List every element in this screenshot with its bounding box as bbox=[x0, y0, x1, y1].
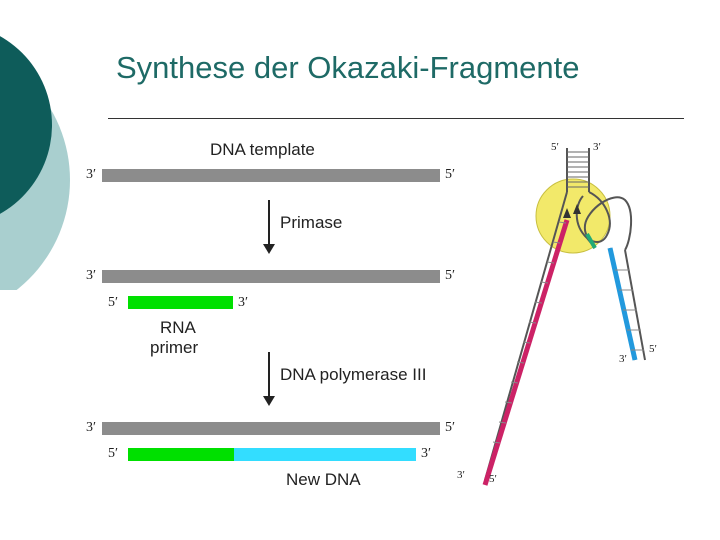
rna-primer-bar bbox=[128, 296, 233, 309]
row1-3prime-label: 3′ bbox=[86, 167, 97, 182]
lagging-5prime-label: 5′ bbox=[649, 343, 657, 355]
leading-5prime-label: 5′ bbox=[489, 473, 497, 485]
primase-arrowhead bbox=[263, 244, 275, 254]
dna-polymerase-label: DNA polymerase III bbox=[280, 365, 427, 384]
new-strand-3prime-label: 3′ bbox=[421, 446, 432, 461]
decorative-circles bbox=[0, 36, 70, 290]
template-strand-2 bbox=[102, 270, 440, 283]
primer-label: primer bbox=[150, 338, 199, 357]
parental-rungs bbox=[567, 151, 589, 188]
primase-label: Primase bbox=[280, 213, 343, 232]
dna-template-heading: DNA template bbox=[210, 140, 315, 159]
row2-3prime-label: 3′ bbox=[86, 268, 97, 283]
leading-new-strand bbox=[482, 219, 570, 486]
okazaki-fragment bbox=[607, 247, 638, 361]
rna-primer-bar-2 bbox=[128, 448, 234, 461]
deco-circle-dark bbox=[0, 36, 52, 214]
leading-direction-arrow bbox=[563, 208, 571, 218]
new-dna-label: New DNA bbox=[286, 470, 361, 489]
lagging-3prime-label: 3′ bbox=[619, 353, 627, 365]
lagging-direction-arrow bbox=[573, 204, 581, 214]
lagging-template-loop bbox=[583, 191, 632, 251]
leading-rungs bbox=[492, 221, 567, 444]
row3-5prime-label: 5′ bbox=[445, 420, 456, 435]
new-strand-5prime-label: 5′ bbox=[108, 446, 119, 461]
rna-label: RNA bbox=[160, 318, 196, 337]
leading-3prime-label: 3′ bbox=[457, 469, 465, 481]
primase-arrow bbox=[268, 200, 270, 246]
new-dna-bar bbox=[234, 448, 416, 461]
template-strand-1 bbox=[102, 169, 440, 182]
page-title: Synthese der Okazaki-Fragmente bbox=[116, 50, 580, 85]
new-primer-segment bbox=[585, 233, 597, 249]
lagging-outer-strand bbox=[624, 249, 646, 361]
row2-5prime-label: 5′ bbox=[445, 268, 456, 283]
replication-fork-diagram: 5′ 3′ 3′ 5′ 3′ 5′ bbox=[457, 141, 657, 486]
polymerase-arrow bbox=[268, 352, 270, 398]
leading-template-strand bbox=[484, 191, 568, 481]
primer-5prime-label: 5′ bbox=[108, 295, 119, 310]
primer-3prime-label: 3′ bbox=[238, 295, 249, 310]
lagging-rungs bbox=[615, 269, 644, 351]
fork-top-3prime-label: 3′ bbox=[593, 141, 601, 153]
title-divider bbox=[108, 118, 684, 119]
polymerase-arrowhead bbox=[263, 396, 275, 406]
fork-top-5prime-label: 5′ bbox=[551, 141, 559, 153]
template-strand-3 bbox=[102, 422, 440, 435]
row3-3prime-label: 3′ bbox=[86, 420, 97, 435]
row1-5prime-label: 5′ bbox=[445, 167, 456, 182]
